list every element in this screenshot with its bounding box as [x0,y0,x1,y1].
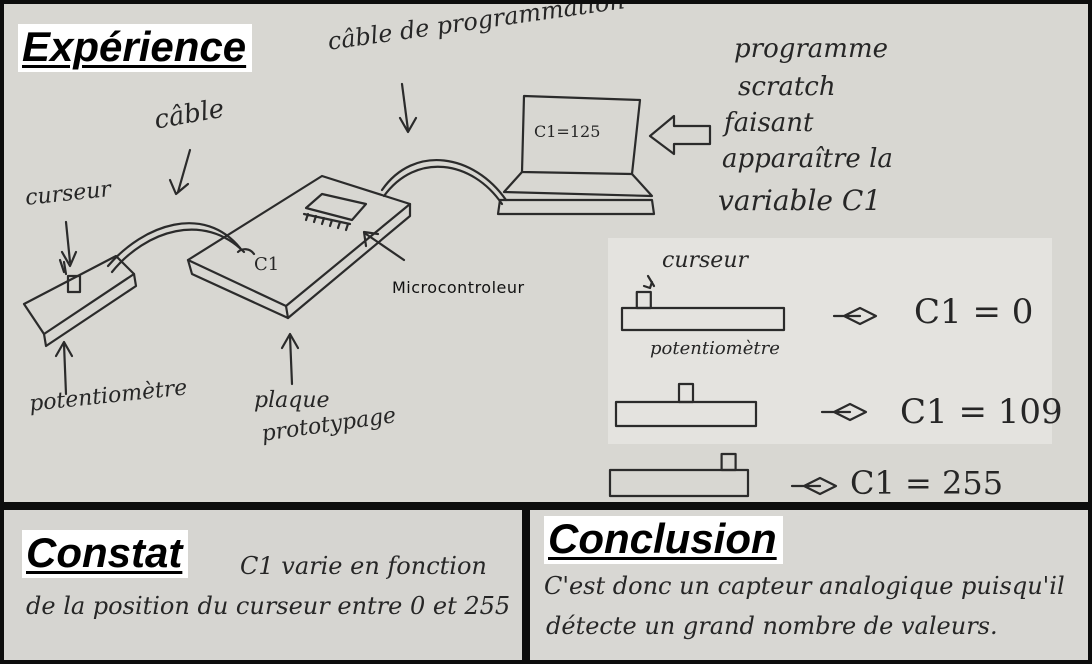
state-3-slider [608,452,838,498]
laptop-drawing [496,94,712,216]
experiment-sketch [22,82,712,396]
state-1-slider [620,274,878,332]
state-2-slider [614,382,868,428]
programme-label-4: apparaître la [722,144,893,174]
programme-label-2: scratch [738,72,836,102]
experience-panel: Expérience [4,4,1088,502]
states-sketch [608,274,878,498]
sensor-cable [106,222,242,268]
programme-label-1: programme [734,34,888,64]
screen-value-label: C1=125 [534,122,601,141]
constat-line-1: C1 varie en fonction [240,552,487,580]
microcontroleur-label: Microcontroleur [392,278,525,297]
experience-heading: Expérience [18,24,253,72]
conclusion-line-1: C'est donc un capteur analogique puisqu'… [544,572,1065,600]
programme-label-5: variable C1 [718,184,882,217]
state-potentiometre-label: potentiomètre [650,338,780,359]
programming-cable [380,159,508,202]
board-pin-label: C1 [254,254,280,275]
state-value-0: C1 = 0 [914,292,1034,332]
constat-panel: Constat C1 varie en fonction de la posit… [4,510,522,660]
state-value-1: C1 = 109 [900,392,1063,432]
constat-line-2: de la position du curseur entre 0 et 255 [26,592,511,620]
potentiometer-drawing [22,254,138,348]
conclusion-heading: Conclusion [544,516,783,564]
potentiometer-states-panel [608,238,1052,444]
state-value-2: C1 = 255 [850,464,1004,502]
conclusion-panel: Conclusion C'est donc un capteur analogi… [530,510,1088,660]
constat-heading: Constat [22,530,189,578]
breadboard-drawing [186,174,412,320]
plaque-label-1: plaque [254,388,330,413]
state-curseur-label: curseur [662,248,749,273]
programme-label-3: faisant [724,108,814,138]
conclusion-line-2: détecte un grand nombre de valeurs. [546,612,998,640]
